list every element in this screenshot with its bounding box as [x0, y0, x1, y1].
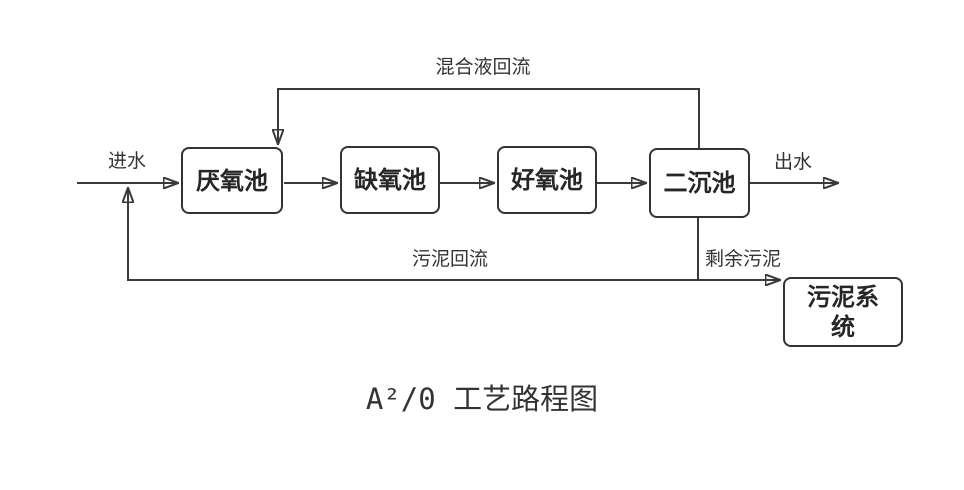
- node-sludge-system: 污泥系统: [783, 277, 903, 347]
- node-aerobic-label: 好氧池: [511, 166, 583, 194]
- inflow-label: 进水: [107, 150, 146, 172]
- node-secondary-clarifier-label: 二沉池: [663, 169, 736, 197]
- node-anaerobic-tank: 厌氧池: [181, 147, 283, 214]
- node-sludge-system-label: 污泥系统: [807, 283, 879, 341]
- mixed-liquor-return-line: [278, 88, 700, 148]
- node-aerobic-tank: 好氧池: [497, 146, 597, 214]
- mixed-liquor-return-label: 混合液回流: [435, 56, 531, 78]
- excess-sludge-label: 剩余污泥: [704, 248, 781, 270]
- sludge-return-label: 污泥回流: [411, 248, 488, 270]
- sludge-return-line: [128, 188, 699, 281]
- node-anoxic-tank: 缺氧池: [340, 146, 440, 214]
- node-anaerobic-label: 厌氧池: [196, 166, 268, 195]
- node-secondary-clarifier: 二沉池: [649, 148, 750, 218]
- node-anoxic-label: 缺氧池: [354, 166, 426, 194]
- outflow-label: 出水: [773, 151, 812, 173]
- diagram-title: A²/0 工艺路程图: [365, 382, 599, 416]
